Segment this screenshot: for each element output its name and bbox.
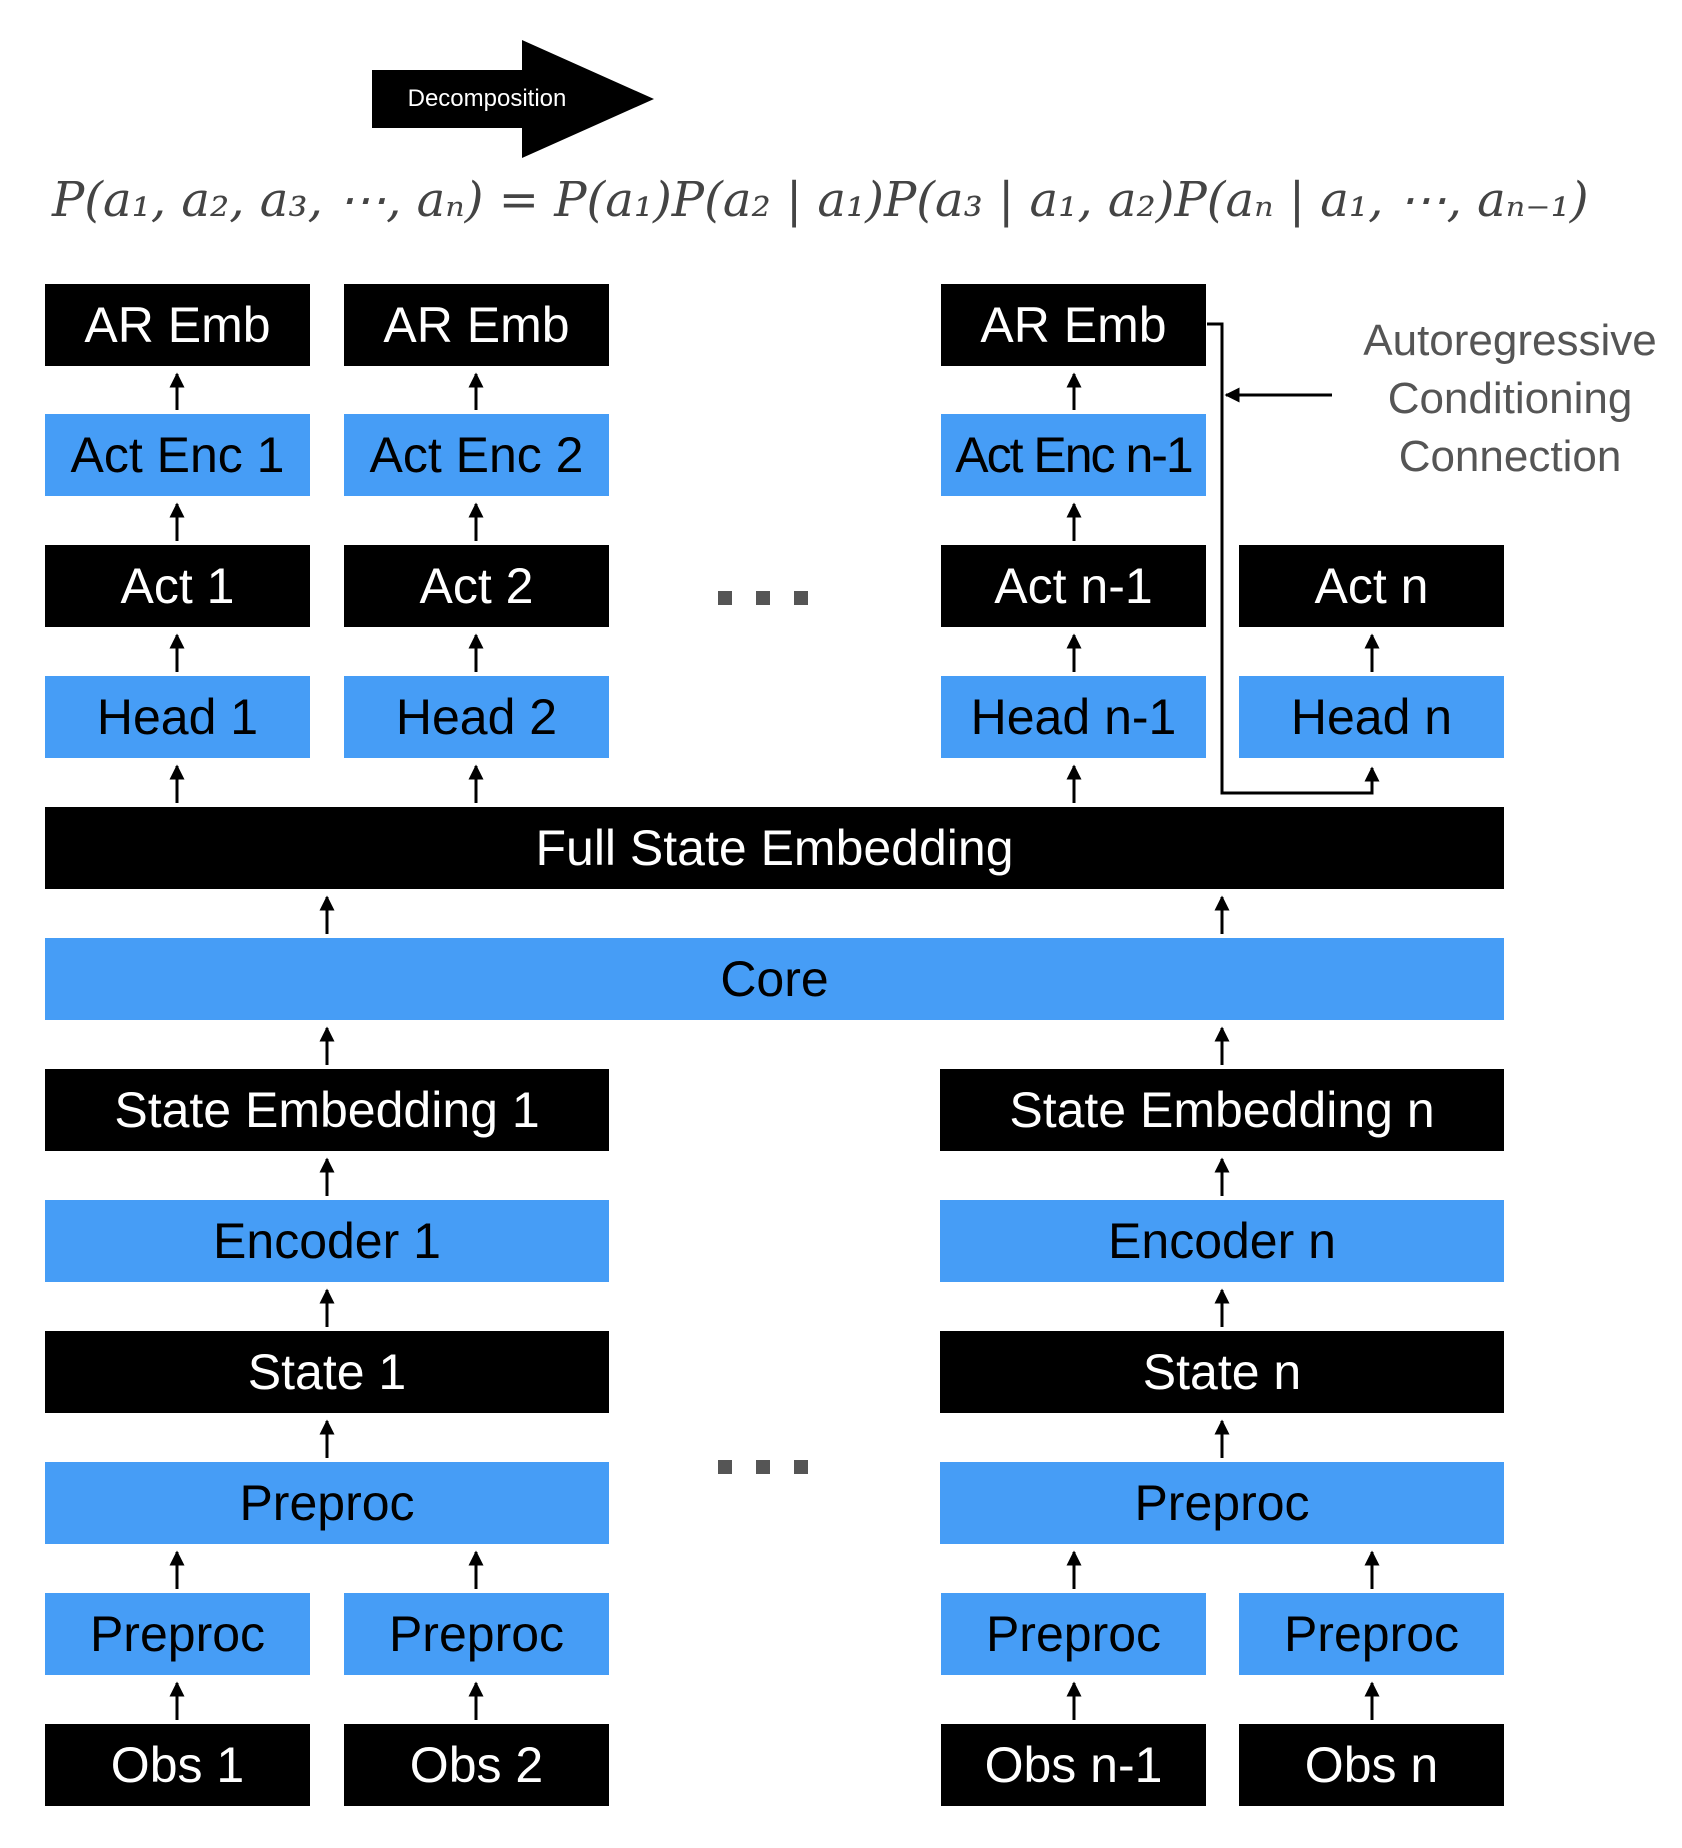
act-block: Act n bbox=[1239, 545, 1504, 627]
probability-formula: P(a₁, a₂, a₃, ⋯, aₙ) = P(a₁)P(a₂ | a₁)P(… bbox=[52, 172, 1589, 228]
decomposition-label: Decomposition bbox=[407, 85, 567, 112]
head-block: Head 1 bbox=[45, 676, 310, 758]
autoregressive-connection-label: Autoregressive Conditioning Connection bbox=[1340, 312, 1680, 486]
head-block: Head n-1 bbox=[941, 676, 1206, 758]
ar-emb-block: AR Emb bbox=[941, 284, 1206, 366]
full-state-embedding-block: Full State Embedding bbox=[45, 807, 1504, 889]
annotation-line: Autoregressive bbox=[1363, 316, 1657, 365]
ar-emb-block: AR Emb bbox=[344, 284, 609, 366]
annotation-line: Connection bbox=[1398, 432, 1622, 481]
autoregressive-connection-line bbox=[1207, 322, 1380, 795]
core-block: Core bbox=[45, 938, 1504, 1020]
preproc-block: Preproc bbox=[941, 1593, 1206, 1675]
state-block: State 1 bbox=[45, 1331, 609, 1413]
preproc-block: Preproc bbox=[1239, 1593, 1504, 1675]
act-enc-block: Act Enc n-1 bbox=[941, 414, 1206, 496]
encoder-block: Encoder n bbox=[940, 1200, 1504, 1282]
state-embedding-block: State Embedding 1 bbox=[45, 1069, 609, 1151]
decomposition-arrow bbox=[372, 40, 654, 158]
preproc-block: Preproc bbox=[45, 1462, 609, 1544]
act-block: Act 1 bbox=[45, 545, 310, 627]
act-block: Act n-1 bbox=[941, 545, 1206, 627]
state-block: State n bbox=[940, 1331, 1504, 1413]
state-embedding-block: State Embedding n bbox=[940, 1069, 1504, 1151]
obs-block: Obs 2 bbox=[344, 1724, 609, 1806]
ellipsis bbox=[718, 591, 808, 605]
preproc-block: Preproc bbox=[344, 1593, 609, 1675]
head-block: Head 2 bbox=[344, 676, 609, 758]
ellipsis bbox=[718, 1460, 808, 1474]
act-block: Act 2 bbox=[344, 545, 609, 627]
preproc-block: Preproc bbox=[940, 1462, 1504, 1544]
obs-block: Obs 1 bbox=[45, 1724, 310, 1806]
act-enc-block: Act Enc 2 bbox=[344, 414, 609, 496]
obs-block: Obs n bbox=[1239, 1724, 1504, 1806]
encoder-block: Encoder 1 bbox=[45, 1200, 609, 1282]
preproc-block: Preproc bbox=[45, 1593, 310, 1675]
head-block: Head n bbox=[1239, 676, 1504, 758]
act-enc-block: Act Enc 1 bbox=[45, 414, 310, 496]
obs-block: Obs n-1 bbox=[941, 1724, 1206, 1806]
ar-emb-block: AR Emb bbox=[45, 284, 310, 366]
annotation-line: Conditioning bbox=[1387, 374, 1633, 423]
